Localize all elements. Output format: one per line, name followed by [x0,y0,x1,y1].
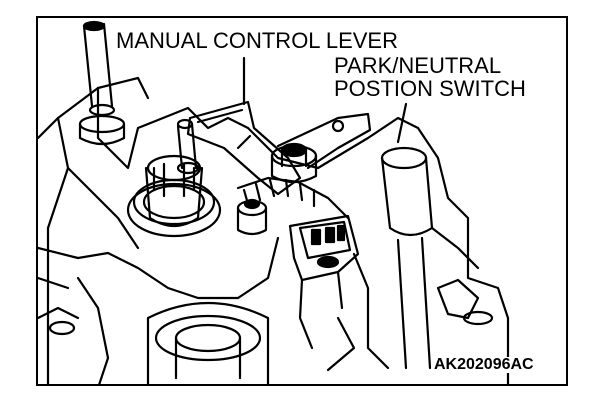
park-neutral-label-line2: POSTION SWITCH [334,76,526,101]
gear-sector [236,176,350,220]
right-fittings [326,252,494,372]
stud [176,118,200,175]
park-neutral-label-line1: PARK/NEUTRAL [334,53,502,78]
left-shaft [78,20,126,146]
diagram-frame: MANUAL CONTROL LEVER PARK/NEUTRAL POSTIO… [36,16,568,386]
park-neutral-switch-label: PARK/NEUTRAL POSTION SWITCH [332,54,528,100]
lower-housing [38,276,270,384]
leader-lines [242,56,408,144]
small-bolt [236,198,268,236]
left-connector [126,154,222,238]
park-neutral-switch [288,214,360,350]
lever-nut [270,142,318,184]
manual-control-lever-label: MANUAL CONTROL LEVER [114,28,400,53]
transmission-case [38,76,510,384]
figure-code-label: AK202096AC [432,356,536,373]
manual-control-lever [186,100,372,196]
transmission-illustration [38,20,510,384]
right-pipe [380,146,480,370]
